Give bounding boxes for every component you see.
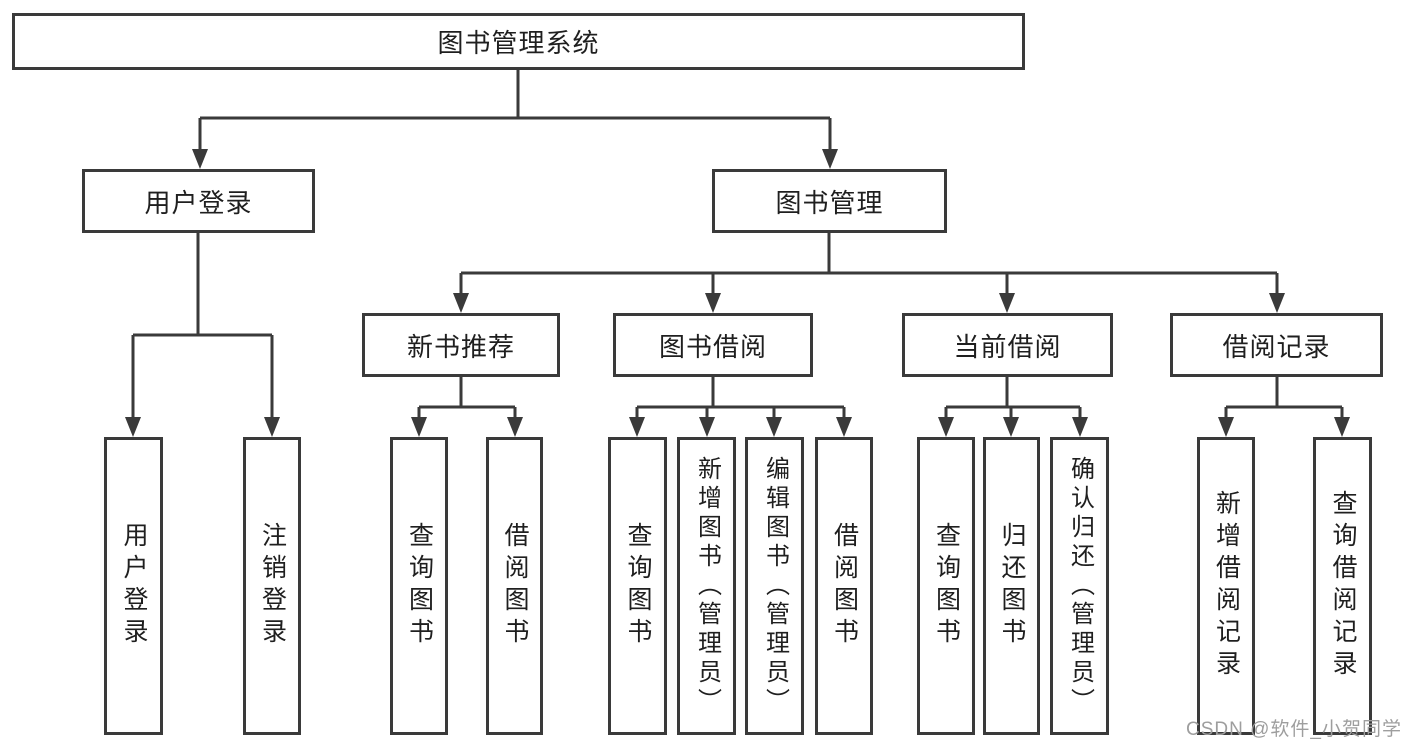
- arrow-down-icon: [629, 417, 645, 437]
- leaf-add-borrow-record: 新增借阅记录: [1197, 437, 1255, 735]
- arrow-down-icon: [125, 417, 141, 437]
- node-user-login: 用户登录: [82, 169, 315, 233]
- connector-borrow-records: [1224, 377, 1344, 419]
- arrow-down-icon: [766, 417, 782, 437]
- node-root: 图书管理系统: [12, 13, 1025, 70]
- csdn-watermark: CSDN @软件_小贺同学: [1186, 719, 1402, 740]
- arrow-down-icon: [1334, 417, 1350, 437]
- arrow-down-icon: [1003, 417, 1019, 437]
- connector-book-mgmt: [459, 233, 1279, 295]
- leaf-borrow-book-2: 借阅图书: [815, 437, 873, 735]
- leaf-query-book-3-label: 查询图书: [932, 522, 961, 650]
- connector-new-book-rec: [417, 377, 517, 419]
- leaf-confirm-return-admin: 确认归还（管理员）: [1050, 437, 1109, 735]
- arrow-down-icon: [822, 149, 838, 169]
- leaf-query-book-2: 查询图书: [608, 437, 667, 735]
- connector-user-login: [131, 233, 274, 419]
- node-borrow-records: 借阅记录: [1170, 313, 1383, 377]
- leaf-query-book-3: 查询图书: [917, 437, 975, 735]
- node-book-borrow-label: 图书借阅: [658, 331, 767, 362]
- arrow-down-icon: [1218, 417, 1234, 437]
- leaf-return-book: 归还图书: [983, 437, 1040, 735]
- leaf-return-book-label: 归还图书: [998, 522, 1026, 650]
- arrowheads: [125, 149, 1350, 437]
- node-user-login-label: 用户登录: [144, 187, 253, 218]
- arrow-down-icon: [1072, 417, 1088, 437]
- node-root-label: 图书管理系统: [437, 28, 600, 58]
- leaf-query-book-2-label: 查询图书: [624, 522, 652, 650]
- arrow-down-icon: [264, 417, 280, 437]
- leaf-borrow-book-1-label: 借阅图书: [501, 522, 529, 650]
- leaf-add-borrow-record-label: 新增借阅记录: [1212, 490, 1241, 682]
- node-new-book-rec-label: 新书推荐: [406, 331, 515, 362]
- arrow-down-icon: [453, 293, 469, 313]
- arrow-down-icon: [1269, 293, 1285, 313]
- leaf-user-login: 用户登录: [104, 437, 163, 735]
- connector-book-borrow: [635, 377, 846, 419]
- arrow-down-icon: [507, 417, 523, 437]
- leaf-edit-book-admin: 编辑图书（管理员）: [745, 437, 804, 735]
- leaf-confirm-return-admin-label: 确认归还（管理员）: [1066, 455, 1094, 717]
- arrow-down-icon: [938, 417, 954, 437]
- connector-root: [198, 70, 832, 151]
- leaf-query-borrow-record: 查询借阅记录: [1313, 437, 1372, 735]
- arrow-down-icon: [411, 417, 427, 437]
- leaf-query-book-1-label: 查询图书: [405, 522, 434, 650]
- arrow-down-icon: [699, 417, 715, 437]
- node-new-book-rec: 新书推荐: [362, 313, 560, 377]
- leaf-logout-label: 注销登录: [258, 522, 287, 650]
- leaf-edit-book-admin-label: 编辑图书（管理员）: [761, 455, 789, 717]
- node-current-borrow-label: 当前借阅: [953, 331, 1062, 362]
- leaf-borrow-book-1: 借阅图书: [486, 437, 543, 735]
- node-book-mgmt: 图书管理: [712, 169, 947, 233]
- node-borrow-records-label: 借阅记录: [1222, 331, 1331, 362]
- node-book-borrow: 图书借阅: [613, 313, 813, 377]
- node-current-borrow: 当前借阅: [902, 313, 1113, 377]
- leaf-user-login-label: 用户登录: [120, 522, 148, 650]
- arrow-down-icon: [836, 417, 852, 437]
- connector-current-borrow: [944, 377, 1082, 419]
- leaf-borrow-book-2-label: 借阅图书: [830, 522, 859, 650]
- arrow-down-icon: [999, 293, 1015, 313]
- leaf-add-book-admin: 新增图书（管理员）: [677, 437, 736, 735]
- arrow-down-icon: [705, 293, 721, 313]
- leaf-query-book-1: 查询图书: [390, 437, 448, 735]
- arrow-down-icon: [192, 149, 208, 169]
- leaf-query-borrow-record-label: 查询借阅记录: [1329, 490, 1357, 682]
- leaf-logout: 注销登录: [243, 437, 301, 735]
- node-book-mgmt-label: 图书管理: [775, 187, 884, 218]
- leaf-add-book-admin-label: 新增图书（管理员）: [693, 455, 721, 717]
